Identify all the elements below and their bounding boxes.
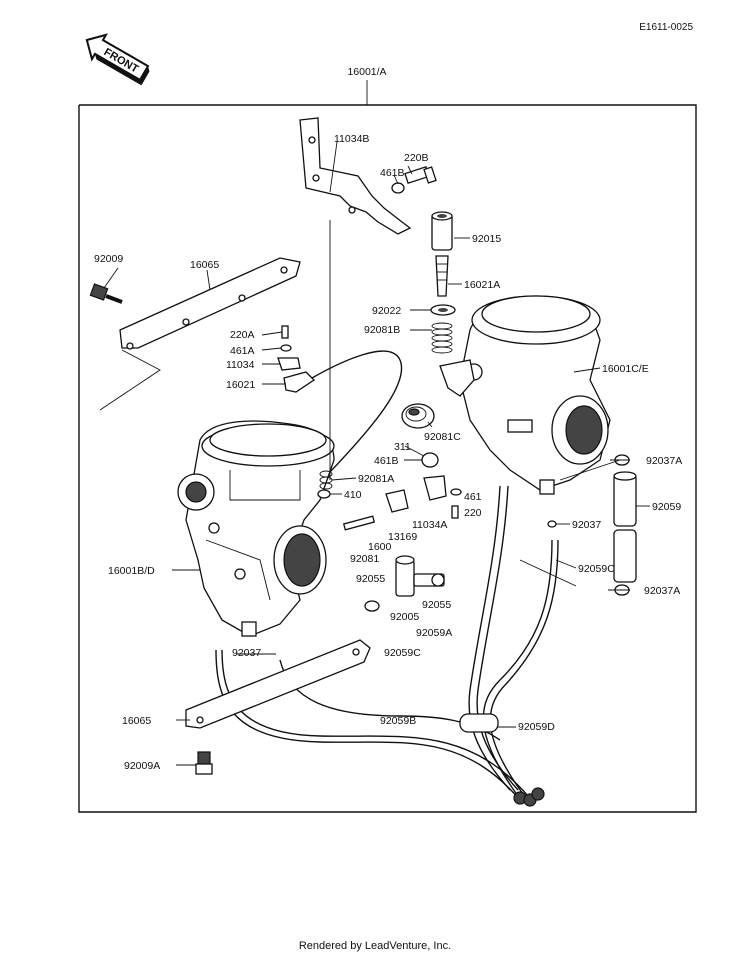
label-92059c-mid: 92059C [384, 647, 421, 659]
vent-hoses [215, 485, 559, 807]
label-16001bd: 16001B/D [108, 565, 155, 577]
label-92015: 92015 [472, 233, 501, 245]
assembly-label: 16001/A [347, 66, 386, 78]
label-92037-left: 92037 [232, 647, 261, 659]
label-92037a-bottom: 92037A [644, 585, 680, 597]
label-16065-top: 16065 [190, 259, 219, 271]
carburetor-left [177, 420, 335, 637]
front-arrow-icon: FRONT [85, 33, 150, 86]
collar-461b [421, 452, 439, 468]
label-13169: 13169 [388, 531, 417, 543]
throttle-cable [311, 350, 403, 473]
clip-92037 [547, 520, 557, 528]
bolt-92009a [195, 751, 213, 775]
label-92059b: 92059B [380, 715, 416, 727]
needle-16021a [435, 255, 449, 297]
label-92081c: 92081C [424, 431, 461, 443]
leader-lines [99, 141, 650, 766]
fitting-16021 [283, 371, 316, 393]
screw-220 [451, 505, 459, 519]
label-1600: 1600 [368, 541, 392, 553]
label-311: 311 [394, 441, 411, 453]
label-92037: 92037 [572, 519, 601, 531]
screw-220b [404, 166, 437, 184]
label-220: 220 [464, 507, 482, 519]
cap-92015 [431, 211, 453, 251]
label-92081a: 92081A [358, 473, 394, 485]
label-92059d: 92059D [518, 721, 555, 733]
label-92059c-right: 92059C [578, 563, 615, 575]
spring-92081a [319, 470, 333, 490]
clamp-92059d [459, 713, 499, 733]
stay-16065-bottom [185, 639, 371, 729]
callout-labels: 11034B 220B 461B 92015 92009 16065 16021… [94, 133, 682, 772]
label-92059a: 92059A [416, 627, 452, 639]
label-16021: 16021 [226, 379, 255, 391]
label-92022: 92022 [372, 305, 401, 317]
washer-461a [280, 344, 292, 352]
washer-410 [317, 489, 331, 499]
boot-92081c [401, 403, 435, 429]
label-92005: 92005 [390, 611, 419, 623]
label-16001ce: 16001C/E [602, 363, 649, 375]
oring-92055-left [364, 600, 380, 612]
spring-92081b [431, 322, 453, 354]
label-16021a: 16021A [464, 279, 500, 291]
label-92081: 92081 [350, 553, 379, 565]
label-461a: 461A [230, 345, 255, 357]
label-11034b: 11034B [334, 133, 369, 145]
label-92009: 92009 [94, 253, 123, 265]
washer-461 [450, 488, 462, 496]
label-11034: 11034 [226, 359, 255, 371]
label-11034a: 11034A [412, 519, 447, 531]
label-92037a-top: 92037A [646, 455, 682, 467]
footer-credit: Rendered by LeadVenture, Inc. [298, 940, 452, 952]
label-16065-bottom: 16065 [122, 715, 151, 727]
screw-1600 [342, 515, 376, 531]
diagram-code: E1611-0025 [639, 22, 693, 33]
label-220b: 220B [404, 152, 429, 164]
label-461: 461 [464, 491, 482, 503]
label-220a: 220A [230, 329, 255, 341]
label-92059: 92059 [652, 501, 681, 513]
label-461b: 461B [374, 455, 399, 467]
bolt-92009 [89, 283, 123, 304]
stay-16065-top [119, 257, 301, 350]
label-410: 410 [344, 489, 362, 501]
bracket-11034a [423, 475, 447, 501]
washer-461b-top [391, 182, 405, 194]
carburetor-right [439, 295, 611, 495]
screw-220a [281, 325, 289, 339]
label-461b-top: 461B [380, 167, 405, 179]
hose-92059 [613, 471, 637, 583]
label-92055-right: 92055 [422, 599, 451, 611]
label-92009a: 92009A [124, 760, 160, 772]
label-92081b: 92081B [364, 324, 400, 336]
oring-92055-right [431, 573, 445, 587]
label-92055-left: 92055 [356, 573, 385, 585]
plate-13169 [385, 489, 409, 513]
bracket-11034 [277, 357, 301, 371]
